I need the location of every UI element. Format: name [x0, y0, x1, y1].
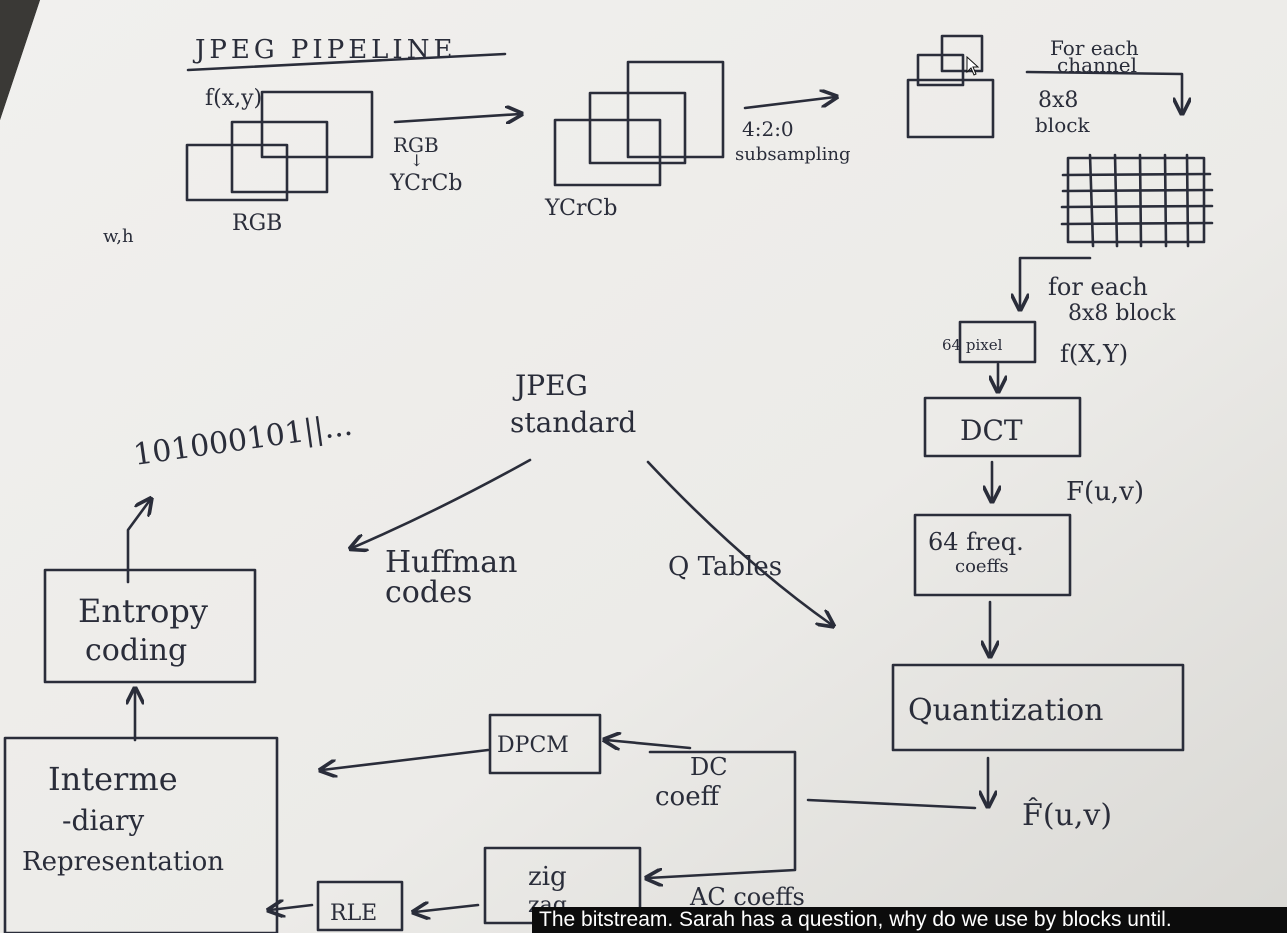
for-each-channel-1: For each — [1050, 36, 1139, 60]
quantization-label: Quantization — [908, 693, 1104, 728]
entropy-box — [43, 568, 257, 684]
block-8x8-1: 8x8 — [1038, 88, 1078, 113]
inter-label-3: Representation — [22, 847, 224, 877]
fxy-label: f(x,y) — [205, 86, 262, 111]
rgb-label: RGB — [232, 211, 282, 236]
dc-bracket — [648, 750, 797, 878]
wh-label: w,h — [103, 226, 134, 247]
rgb-frames — [185, 90, 374, 202]
dpcm-label: DPCM — [497, 733, 569, 758]
entropy-label-2: coding — [85, 633, 187, 668]
rle-label: RLE — [330, 901, 377, 926]
arrow-fhat-to-dc — [806, 798, 977, 810]
diagram-title: JPEG PIPELINE — [192, 35, 456, 65]
for-each-block-2: 8x8 block — [1068, 301, 1176, 326]
arrow-standard-to-huffman — [352, 458, 532, 548]
standard-label-1: JPEG — [512, 369, 588, 402]
mouse-cursor-icon — [966, 56, 980, 76]
arrow-channel — [1025, 70, 1182, 112]
subsampling-word: subsampling — [735, 144, 851, 165]
pixel-box-label: 64 pixel — [942, 336, 1003, 354]
ac-coeffs-label: AC coeffs — [689, 883, 805, 911]
for-each-block-1: for each — [1048, 273, 1148, 301]
freq-label-1: 64 freq. — [928, 528, 1024, 556]
inter-label-1: Interme — [48, 760, 178, 798]
ycrcb-label: YCrCb — [544, 196, 617, 221]
huffman-label-2: codes — [385, 575, 472, 610]
arrow-standard-to-qtables — [646, 460, 832, 625]
arrow-zigzag-to-rle — [415, 905, 480, 912]
freq-label-2: coeffs — [955, 556, 1009, 577]
arrow-rgb-to-ycrcb — [393, 114, 520, 122]
zigzag-label-1: zig — [528, 862, 567, 892]
ycrcb-frames — [553, 60, 725, 187]
Fhat-label: F̂(u,v) — [1022, 798, 1112, 833]
arrow-for-each-block — [1020, 256, 1092, 308]
Fuv-label: F(u,v) — [1066, 477, 1144, 507]
dct-label: DCT — [960, 414, 1023, 447]
conversion-label-rgb: RGB — [393, 133, 439, 157]
standard-label-2: standard — [510, 406, 636, 439]
qtables-label: Q Tables — [668, 552, 782, 582]
subtitle-caption: The bitstream. Sarah has a question, why… — [532, 907, 1287, 933]
fXY-label: f(X,Y) — [1060, 340, 1128, 368]
intermediary-box — [3, 736, 279, 933]
arrow-subsampling — [743, 97, 835, 110]
inter-label-2: -diary — [62, 804, 144, 837]
block-grid — [1060, 153, 1214, 248]
svg-text:↓: ↓ — [410, 151, 423, 170]
freq-coeffs-box — [913, 513, 1072, 597]
huffman-label-1: Huffman — [385, 545, 517, 580]
arrow-entropy-to-bitstream — [126, 500, 150, 584]
conversion-label-ycrcb: YCrCb — [389, 171, 462, 196]
dc-label-2: coeff — [655, 782, 722, 812]
quantization-box — [891, 663, 1185, 752]
arrow-dc-to-dpcm — [606, 740, 692, 748]
dc-label-1: DC — [690, 753, 728, 781]
arrow-dpcm-to-inter — [322, 748, 490, 770]
pixel-box — [958, 320, 1037, 364]
dpcm-box — [488, 713, 602, 775]
subsampled-planes — [906, 34, 995, 139]
rle-box — [316, 880, 404, 932]
subsampling-ratio: 4:2:0 — [742, 117, 794, 141]
block-8x8-2: block — [1035, 113, 1090, 137]
dct-box — [923, 396, 1082, 458]
entropy-label-1: Entropy — [78, 592, 208, 630]
